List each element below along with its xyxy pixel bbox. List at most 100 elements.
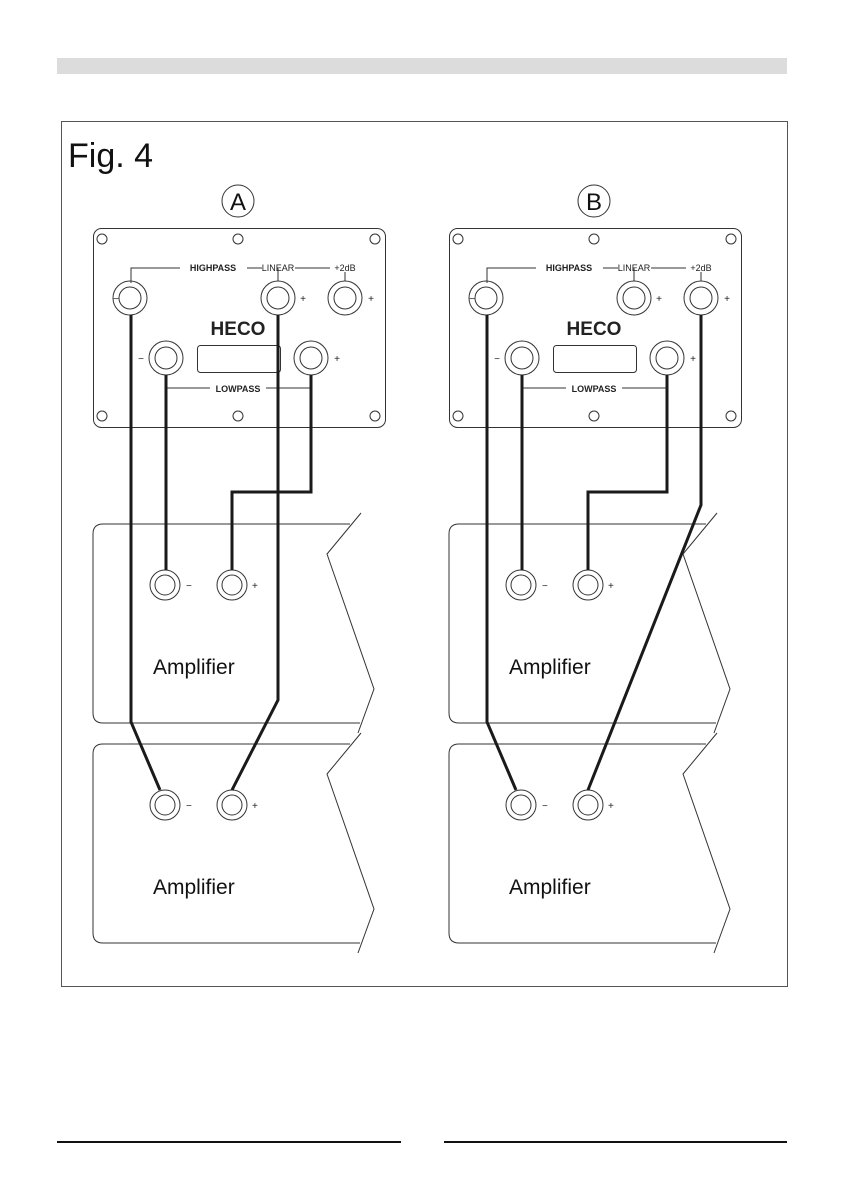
speaker-cable (230, 315, 280, 791)
amplifier-label: Amplifier (153, 876, 235, 899)
lowpass-label: LOWPASS (216, 384, 261, 394)
brand-logo: HECO (211, 319, 266, 340)
plus2db-label: +2dB (690, 263, 711, 273)
figure-frame (61, 121, 788, 987)
amplifier-break-line (682, 512, 731, 734)
plus2db-plus-terminal-outer (683, 280, 719, 316)
highpass-label: HIGHPASS (546, 263, 592, 273)
panel-letter: A (230, 189, 246, 216)
lowpass-plus-terminal-inner (655, 346, 679, 370)
amplifier-plus-terminal-inner (577, 794, 599, 816)
linear-plus-terminal-outer (616, 280, 652, 316)
speaker-cable (485, 315, 518, 791)
amplifier-minus-terminal-inner (510, 574, 532, 596)
amplifier-outline (92, 523, 360, 724)
highpass-label: HIGHPASS (190, 263, 236, 273)
panel-b: B HIGHPASS LINEAR +2dB − + + HECO − + LOWPASS − + Amp… (448, 184, 742, 954)
plus-sign: + (334, 354, 340, 365)
screw-hole (452, 233, 464, 245)
minus-sign: − (542, 801, 548, 812)
lowpass-minus-terminal-inner (510, 346, 534, 370)
panel-letter-circle (577, 184, 611, 218)
plus-sign: + (252, 581, 258, 592)
plus-sign: + (608, 581, 614, 592)
amplifier-minus-terminal-inner (510, 794, 532, 816)
plus2db-plus-terminal-inner (689, 286, 713, 310)
amplifier-break-line (326, 732, 375, 954)
amplifier-outline (448, 743, 716, 944)
amplifier-minus-terminal-inner (154, 794, 176, 816)
minus-sign: − (542, 581, 548, 592)
highpass-bracket (486, 267, 702, 283)
lowpass-label: LOWPASS (572, 384, 617, 394)
linear-plus-terminal-inner (266, 286, 290, 310)
screw-hole (588, 233, 600, 245)
header-bar (57, 58, 787, 74)
minus-sign: − (186, 581, 192, 592)
plus-sign: + (656, 294, 662, 305)
screw-hole (232, 410, 244, 422)
plus-sign: + (608, 801, 614, 812)
amplifier-break-line (326, 512, 375, 734)
screw-hole (452, 410, 464, 422)
lowpass-plus-terminal-inner (299, 346, 323, 370)
speaker-cable (586, 315, 703, 791)
plus-sign: + (724, 294, 730, 305)
screw-hole (96, 410, 108, 422)
highpass-minus-terminal-inner (118, 286, 142, 310)
plus-sign: + (368, 294, 374, 305)
lowpass-minus-terminal-inner (154, 346, 178, 370)
amplifier-minus-terminal-outer (149, 789, 181, 821)
panel-letter: B (586, 189, 602, 216)
minus-sign: − (494, 354, 500, 365)
speaker-cable (230, 375, 313, 570)
plus2db-plus-terminal-outer (327, 280, 363, 316)
figure-title: Fig. 4 (68, 137, 153, 175)
linear-label: LINEAR (262, 263, 295, 273)
plus-sign: + (252, 801, 258, 812)
lowpass-plus-terminal-outer (649, 340, 685, 376)
display-window (197, 345, 281, 373)
plus-sign: + (300, 294, 306, 305)
brand-logo: HECO (567, 319, 622, 340)
amplifier-label: Amplifier (153, 656, 235, 679)
plus2db-plus-terminal-inner (333, 286, 357, 310)
linear-plus-terminal-outer (260, 280, 296, 316)
amplifier-plus-terminal-inner (221, 794, 243, 816)
speaker-cable (586, 375, 669, 570)
amplifier-label: Amplifier (509, 876, 591, 899)
linear-label: LINEAR (618, 263, 651, 273)
screw-hole (588, 410, 600, 422)
display-window (553, 345, 637, 373)
lowpass-minus-terminal-outer (148, 340, 184, 376)
amplifier-break-line (682, 732, 731, 954)
minus-sign: − (138, 354, 144, 365)
crossover-plate (449, 228, 742, 428)
amplifier-minus-terminal-inner (154, 574, 176, 596)
screw-hole (725, 410, 737, 422)
amplifier-outline (448, 523, 716, 724)
amplifier-plus-terminal-inner (221, 574, 243, 596)
plus2db-label: +2dB (334, 263, 355, 273)
lowpass-plus-terminal-outer (293, 340, 329, 376)
minus-sign: − (113, 294, 119, 305)
lowpass-minus-terminal-outer (504, 340, 540, 376)
amplifier-label: Amplifier (509, 656, 591, 679)
highpass-minus-terminal-inner (474, 286, 498, 310)
speaker-cable (129, 315, 162, 791)
panel-a: A HIGHPASS LINEAR +2dB − + + HECO − + LOWPASS − + Amp… (92, 184, 386, 954)
linear-plus-terminal-inner (622, 286, 646, 310)
panel-letter-circle (221, 184, 255, 218)
amplifier-minus-terminal-outer (505, 789, 537, 821)
highpass-bracket (130, 267, 346, 283)
minus-sign: − (186, 801, 192, 812)
amplifier-outline (92, 743, 360, 944)
screw-hole (369, 410, 381, 422)
screw-hole (369, 233, 381, 245)
minus-sign: − (469, 294, 475, 305)
screw-hole (725, 233, 737, 245)
amplifier-plus-terminal-inner (577, 574, 599, 596)
screw-hole (96, 233, 108, 245)
plus-sign: + (690, 354, 696, 365)
